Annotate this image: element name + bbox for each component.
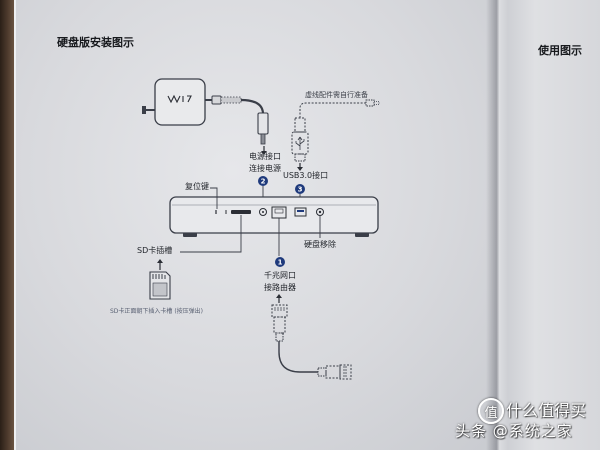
power-jack-pin	[262, 211, 264, 213]
usb-port-label: USB3.0接口	[283, 171, 329, 180]
rj45-far-contacts	[343, 366, 347, 377]
usb-trident-icon	[295, 136, 305, 150]
dashed-accessory-note: 虚线配件需自行准备	[305, 91, 368, 99]
badge-number: 2	[261, 178, 266, 186]
power-adapter-icon	[142, 78, 269, 145]
power-port-label: 电源接口	[249, 152, 281, 161]
usb-plug-tip	[294, 153, 306, 162]
usb-arrow-icon	[297, 163, 303, 171]
left-page-title: 硬盘版安装图示	[57, 36, 134, 49]
book-spine-fold	[486, 0, 508, 450]
badge-circle	[275, 257, 285, 267]
ethernet-cable-icon	[271, 304, 352, 380]
sd-insert-caption: SD卡正面朝下插入卡槽 (按压弹出)	[110, 308, 204, 315]
reset-button-label: 复位键	[185, 182, 209, 191]
adapter-strain-relief	[211, 95, 222, 105]
rj45-plug-boot	[275, 332, 284, 342]
badge-circle	[258, 176, 268, 186]
watermark-platform: 头条 @系统之家	[455, 422, 573, 440]
sd-slot-label: SD卡插槽	[137, 246, 173, 255]
power-connect-label: 连接电源	[249, 164, 281, 173]
adapter-body	[154, 78, 206, 126]
disk-eject-label: 硬盘移除	[304, 240, 336, 249]
right-page-title: 使用图示	[538, 44, 582, 57]
wooden-table-edge	[0, 0, 14, 450]
rj45-plug-tip	[271, 304, 288, 318]
adapter-ac-tip	[142, 106, 146, 114]
ethernet-cable-line	[278, 341, 318, 373]
usb-badge: 3	[295, 184, 305, 194]
brand-logo-mark	[167, 94, 192, 104]
rj45-contacts	[274, 307, 285, 311]
power-badge: 2	[258, 176, 268, 186]
micro-usb-plug-tip	[373, 101, 380, 105]
rj45-far-boot	[317, 367, 327, 377]
usb-cable-icon	[291, 99, 380, 162]
rj45-far-tip	[339, 364, 352, 380]
eject-button-center	[318, 210, 322, 214]
page-edge	[14, 0, 16, 450]
sd-card-contacts	[152, 274, 166, 279]
right-page	[500, 0, 600, 450]
usb-cable-line	[299, 102, 366, 118]
lan-port-label: 千兆网口	[264, 271, 296, 280]
lan-router-label: 接路由器	[264, 283, 296, 292]
micro-usb-plug-body	[365, 99, 375, 107]
power-arrow-icon	[261, 146, 267, 155]
sd-card-slot	[231, 210, 251, 214]
power-cable	[240, 98, 265, 114]
sd-leader-line	[180, 215, 242, 253]
watermark-site: 什么值得买	[506, 401, 587, 420]
usb-port-tongue	[297, 210, 304, 212]
badge-circle	[295, 184, 305, 194]
sd-arrow-icon	[157, 259, 163, 270]
sd-card-icon	[149, 271, 171, 300]
badge-number: 1	[278, 259, 283, 267]
ethernet-port-contacts	[274, 208, 284, 214]
badge-number: 3	[298, 186, 303, 194]
lan-badge: 1	[275, 257, 285, 267]
lan-arrow-icon	[276, 294, 282, 303]
rj45-plug-body	[273, 316, 286, 334]
rj45-far-body	[325, 365, 341, 379]
usb-plug-boot	[294, 117, 306, 133]
storage-device	[169, 196, 379, 237]
sd-card-label-area	[152, 282, 168, 297]
power-plug-body	[257, 112, 269, 135]
ethernet-port	[271, 206, 287, 219]
reset-leader-line	[210, 187, 218, 209]
watermark-logo: 值	[478, 398, 504, 424]
power-plug-tip	[260, 133, 266, 145]
braided-cable-segment	[220, 96, 242, 104]
